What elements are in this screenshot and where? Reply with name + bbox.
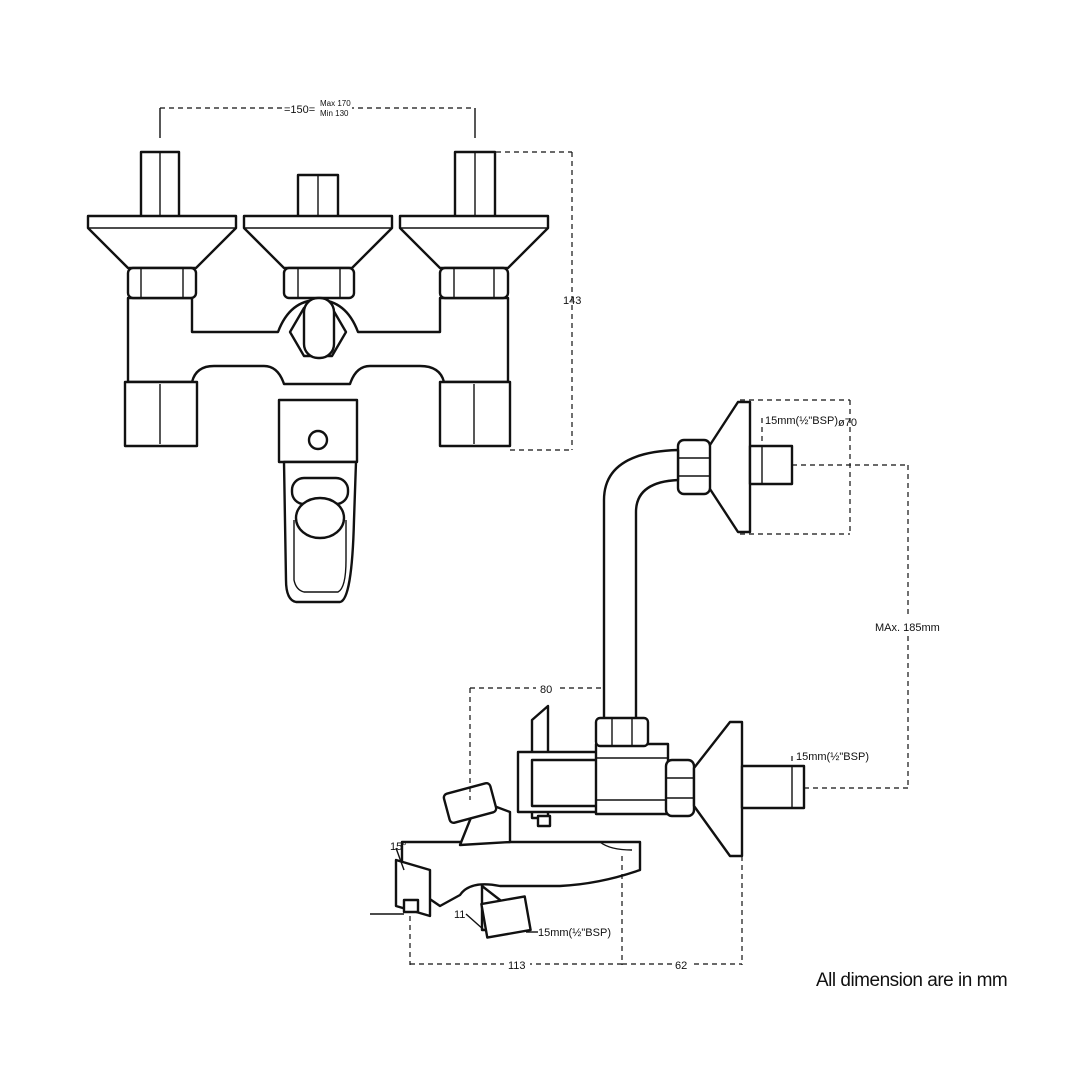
center-hex-nut	[282, 266, 356, 300]
centers-max-label: Max 170	[320, 99, 351, 108]
top-wall-flange	[706, 400, 752, 534]
riser-base-nut	[594, 716, 650, 748]
tilt-leader	[395, 847, 405, 871]
spout-side-curve	[599, 841, 633, 851]
diverter-cap	[442, 781, 498, 825]
bath-outlet	[480, 895, 532, 939]
outlet-connection-label: 15mm(½"BSP)	[538, 927, 611, 939]
centers-dimension-label: =150=	[284, 104, 315, 116]
depth-dimension-label: 80	[540, 684, 552, 696]
right-hex-nut	[438, 266, 510, 300]
outlet-tip	[402, 898, 420, 914]
top-hex-nut	[676, 438, 712, 496]
top-connection-label: 15mm(½"BSP)	[765, 415, 838, 427]
riser-label-bg	[872, 618, 936, 634]
right-flange	[398, 214, 550, 270]
mixer-body-inner	[530, 758, 600, 808]
top-inlet-pipe	[748, 444, 794, 486]
wall-label-bg	[672, 956, 692, 972]
depth-label-bg	[536, 680, 558, 696]
front-view: =150= Max 170 Min 130 143	[86, 98, 581, 604]
bottom-hex-nut	[664, 758, 696, 818]
right-lower-block	[438, 380, 512, 448]
mixer-body-right	[594, 742, 670, 816]
connector-screw	[307, 429, 329, 451]
center-flange	[242, 214, 394, 270]
spout-label-bg	[504, 956, 530, 972]
bottom-inlet-pipe	[740, 764, 806, 810]
centers-label-bg	[282, 98, 352, 118]
left-flange	[86, 214, 238, 270]
riser-distance-label: MAx. 185mm	[875, 622, 940, 634]
spout-length-label: 113	[508, 960, 526, 972]
flange-diameter-label: ø70	[838, 417, 857, 429]
wall-offset-label: 62	[675, 960, 687, 972]
lever-pin	[536, 814, 552, 828]
side-view: ø70 15mm(½"BSP) MAx. 185mm 15mm(½"BSP)	[370, 399, 940, 972]
bottom-connection-label: 15mm(½"BSP)	[796, 751, 869, 763]
left-lower-block	[123, 380, 199, 448]
centers-min-label: Min 130	[320, 109, 349, 118]
left-hex-nut	[126, 266, 198, 300]
height-dimension-label: 143	[563, 295, 581, 307]
spout-front-inner	[293, 520, 347, 593]
riser-pipe	[602, 448, 680, 724]
outlet-leader	[465, 913, 485, 931]
diverter-stem	[302, 296, 336, 360]
spout-side	[400, 840, 642, 908]
aerator-outlet	[294, 496, 346, 540]
units-footnote: All dimension are in mm	[816, 970, 1008, 991]
outlet-dimension-label: 11	[454, 909, 465, 921]
tilt-angle-label: 15°	[390, 841, 407, 853]
bottom-wall-flange	[692, 720, 744, 858]
